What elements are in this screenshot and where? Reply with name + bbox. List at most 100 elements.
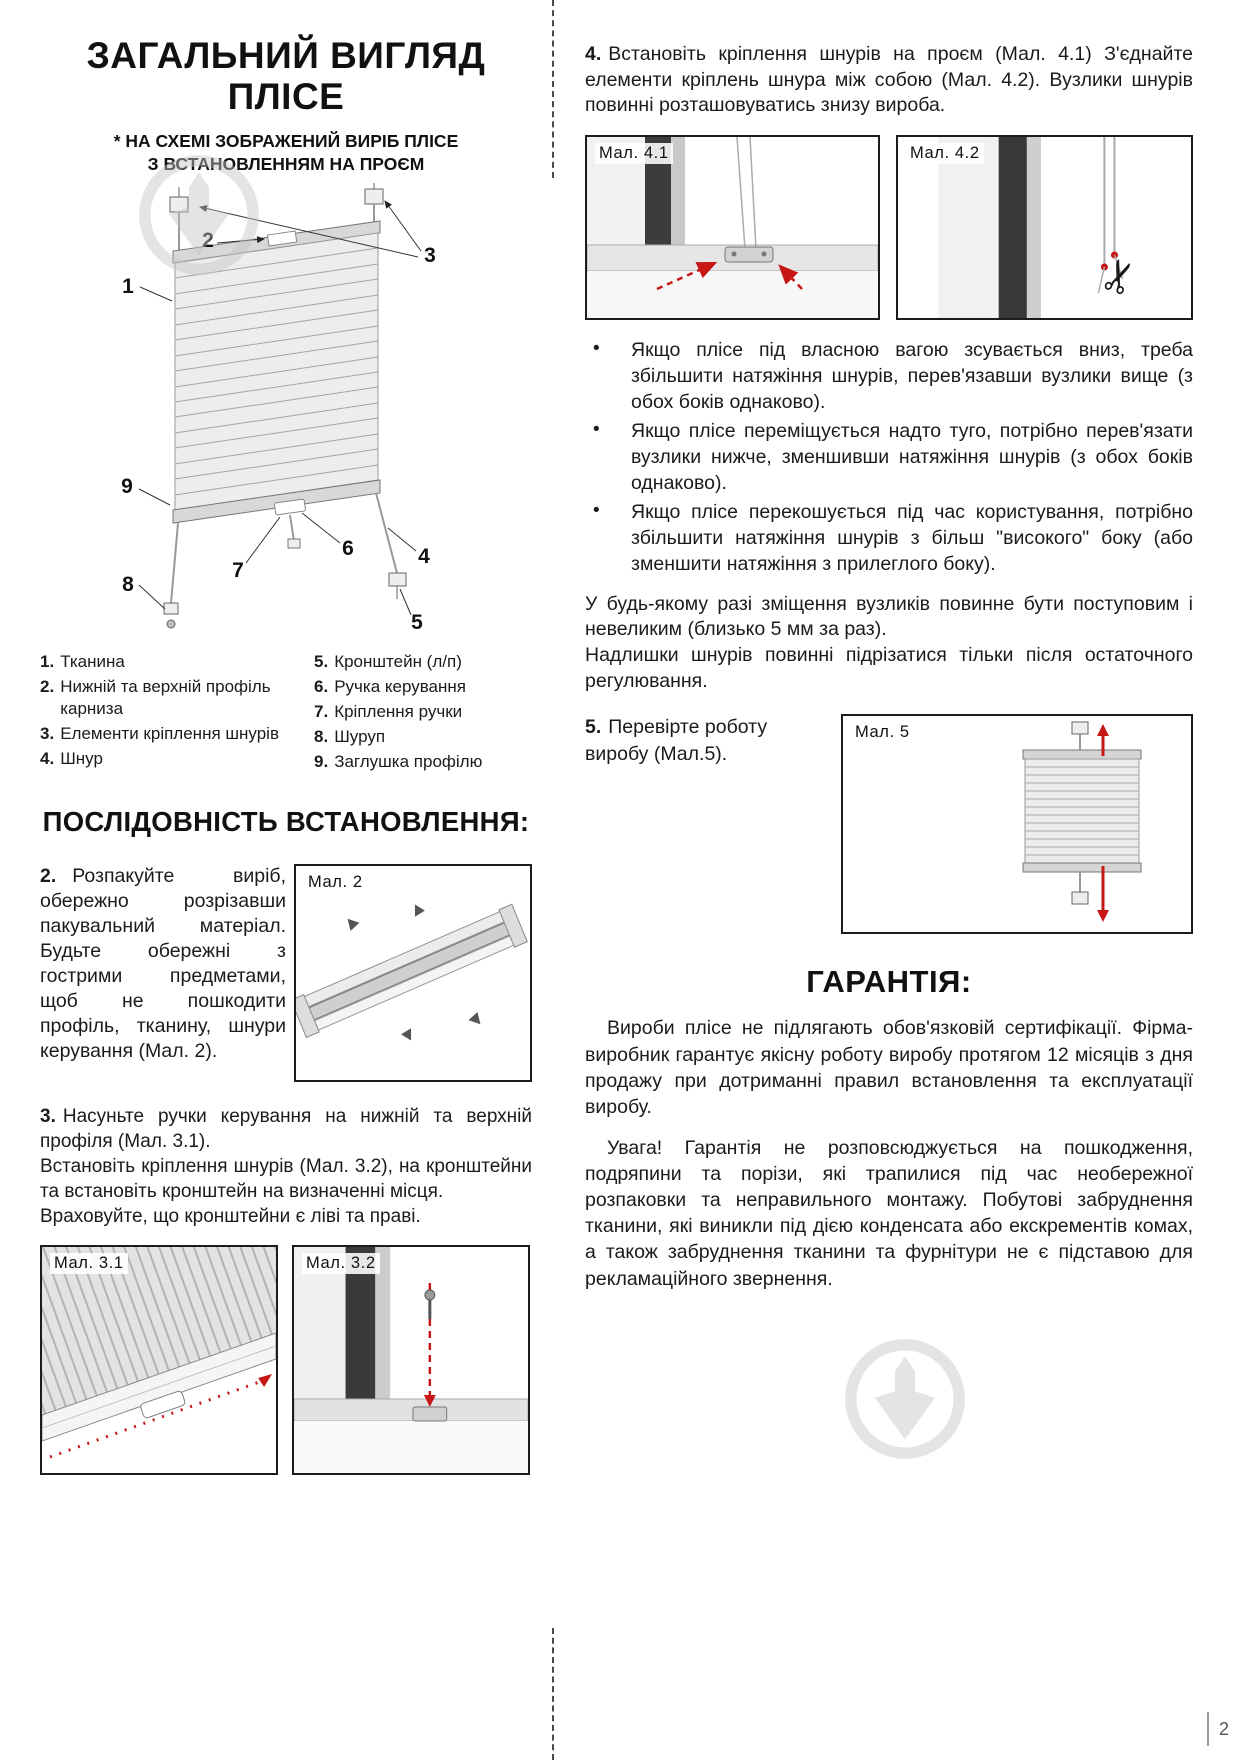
bottom-right-bracket: [388, 572, 407, 587]
screw: [166, 619, 176, 629]
column-divider-top: [552, 0, 554, 178]
warranty-title: ГАРАНТІЯ:: [806, 964, 972, 1000]
top-right-bracket: [364, 188, 384, 205]
bullet-item: • Якщо плісе перекошується під час корис…: [585, 500, 1193, 578]
legend-item-number: 2.: [40, 676, 55, 696]
step-4-number: 4.: [585, 43, 602, 65]
diagram-label-8: 8: [122, 573, 134, 596]
legend-item-number: 6.: [314, 676, 329, 696]
legend-column-1: 1. Тканина 2. Нижній та верхній профіль …: [40, 651, 302, 776]
legend-item-number: 3.: [40, 723, 55, 743]
warranty-section: Вироби плісе не підлягають обов'язковій …: [585, 1015, 1193, 1291]
bullet-marker: •: [593, 338, 600, 360]
figure-4-2-drawing: ✂: [898, 137, 1191, 319]
legend-item-text: Тканина: [60, 651, 125, 671]
adjustment-note: У будь-якому разі зміщення вузликів пови…: [585, 592, 1193, 695]
step-3-body-3: Враховуйте, що кронштейни є ліві та прав…: [40, 1206, 421, 1228]
bullet-marker: •: [593, 418, 600, 440]
diagram-label-7: 7: [232, 559, 244, 582]
legend-item: 3. Елементи кріплення шнурів: [40, 723, 302, 745]
step-3-body-1: Насуньте ручки керування на нижній та ве…: [40, 1106, 532, 1153]
legend-item-text: Кріплення ручки: [334, 701, 463, 721]
figure-3-1: Мал. 3.1: [40, 1245, 278, 1476]
subtitle-line1: * НА СХЕМІ ЗОБРАЖЕНИЙ ВИРІБ ПЛІСЕ: [113, 131, 459, 152]
diagram-label-4: 4: [418, 545, 430, 568]
bullet-text: Якщо плісе переміщується надто туго, пот…: [631, 419, 1193, 494]
figure-5: Мал. 5: [841, 714, 1193, 935]
figure-2-label: Мал. 2: [304, 872, 367, 894]
warranty-paragraph-1: Вироби плісе не підлягають обов'язковій …: [585, 1017, 1193, 1118]
legend-item: 7. Кріплення ручки: [314, 701, 532, 723]
legend-item-number: 5.: [314, 651, 329, 671]
figure-3-2-label: Мал. 3.2: [302, 1253, 380, 1275]
watermark-logo: [842, 1336, 968, 1462]
bullet-text: Якщо плісе під власною вагою зсувається …: [631, 339, 1193, 414]
figure-4-1-drawing: [587, 137, 878, 319]
legend-item: 5. Кронштейн (л/п): [314, 651, 532, 673]
legend-item-text: Заглушка профілю: [334, 751, 483, 771]
figure-3-1-drawing: [42, 1247, 276, 1474]
figures-3-row: Мал. 3.1 Мал. 3.2: [40, 1245, 532, 1476]
page-number-rule: [1206, 1712, 1209, 1746]
figure-4-2-label: Мал. 4.2: [906, 143, 984, 165]
legend-item-text: Нижній та верхній профіль карниза: [60, 676, 271, 718]
page-number-block: 2: [1206, 1712, 1229, 1746]
legend-item-number: 4.: [40, 748, 55, 768]
diagram-label-2: 2: [202, 229, 214, 252]
section-title: ПОСЛІДОВНІСТЬ ВСТАНОВЛЕННЯ:: [42, 806, 530, 838]
parts-legend: 1. Тканина 2. Нижній та верхній профіль …: [40, 651, 532, 776]
legend-item-number: 9.: [314, 751, 329, 771]
bullet-text: Якщо плісе перекошується під час користу…: [631, 500, 1193, 575]
top-left-bracket: [169, 196, 189, 213]
legend-item-number: 1.: [40, 651, 55, 671]
note-paragraph-1: У будь-якому разі зміщення вузликів пови…: [585, 592, 1193, 641]
diagram-label-5: 5: [411, 611, 423, 634]
legend-item-text: Кронштейн (л/п): [334, 651, 462, 671]
diagram-label-9: 9: [121, 475, 133, 498]
legend-item-text: Елементи кріплення шнурів: [60, 723, 279, 743]
right-column: 4.Встановіть кріплення шнурів на проєм (…: [585, 42, 1193, 1292]
bottom-rail: [172, 478, 381, 524]
legend-item-text: Шуруп: [334, 726, 386, 746]
legend-item: 4. Шнур: [40, 748, 302, 770]
step-4-body: Встановіть кріплення шнурів на проєм (Ма…: [585, 43, 1193, 117]
bullet-item: • Якщо плісе переміщується надто туго, п…: [585, 419, 1193, 497]
page-number: 2: [1218, 1718, 1229, 1739]
step-3-block: 3.Насуньте ручки керування на нижній та …: [40, 1104, 532, 1229]
step-3-number: 3.: [40, 1106, 56, 1128]
legend-item: 8. Шуруп: [314, 726, 532, 748]
left-column: ЗАГАЛЬНИЙ ВИГЛЯД ПЛІСЕ * НА СХЕМІ ЗОБРАЖ…: [40, 35, 532, 1476]
figure-4-1-label: Мал. 4.1: [595, 143, 673, 165]
diagram-label-3: 3: [424, 244, 436, 267]
legend-item: 2. Нижній та верхній профіль карниза: [40, 676, 302, 720]
step-3-text: 3.Насуньте ручки керування на нижній та …: [40, 1104, 532, 1154]
figure-2: Мал. 2: [294, 864, 532, 1083]
page-title-line2: ПЛІСЕ: [227, 75, 345, 117]
page-title-line1: ЗАГАЛЬНИЙ ВИГЛЯД: [86, 35, 486, 76]
step-5-number: 5.: [585, 716, 602, 739]
figure-3-2: Мал. 3.2: [292, 1245, 530, 1476]
step-2-body: Розпакуйте виріб, обережно розрізавши па…: [40, 865, 286, 1062]
figure-4-1: Мал. 4.1: [585, 135, 880, 321]
figures-4-row: Мал. 4.1 ✂ Мал. 4.2: [585, 135, 1193, 321]
legend-item: 9. Заглушка профілю: [314, 751, 532, 773]
figure-3-1-label: Мал. 3.1: [50, 1253, 128, 1275]
product-diagram: 1 2 3 9 7 6 4 8 5: [40, 182, 532, 643]
column-divider-bottom: [552, 1628, 554, 1760]
page-title: ЗАГАЛЬНИЙ ВИГЛЯД ПЛІСЕ: [40, 35, 532, 117]
legend-item: 1. Тканина: [40, 651, 302, 673]
figure-4-2: ✂ Мал. 4.2: [896, 135, 1193, 321]
step-5-body: Перевірте роботу виробу (Мал.5).: [585, 716, 768, 765]
legend-item-number: 8.: [314, 726, 329, 746]
figure-5-label: Мал. 5: [851, 722, 914, 744]
figure-3-2-drawing: [294, 1247, 528, 1474]
control-handle: [274, 498, 306, 515]
legend-column-2: 5. Кронштейн (л/п) 6. Ручка керування 7.…: [314, 651, 532, 776]
note-paragraph-2: Надлишки шнурів повинні підрізатися тіль…: [585, 643, 1193, 692]
subtitle: * НА СХЕМІ ЗОБРАЖЕНИЙ ВИРІБ ПЛІСЕ З ВСТА…: [40, 130, 532, 176]
step-2-text: 2.Розпакуйте виріб, обережно розрізавши …: [40, 864, 286, 1082]
warranty-paragraph-2: Увага! Гарантія не розповсюджується на п…: [585, 1136, 1193, 1290]
adjustment-bullets: • Якщо плісе під власною вагою зсуваєтьс…: [585, 338, 1193, 577]
step-2-number: 2.: [40, 865, 57, 888]
